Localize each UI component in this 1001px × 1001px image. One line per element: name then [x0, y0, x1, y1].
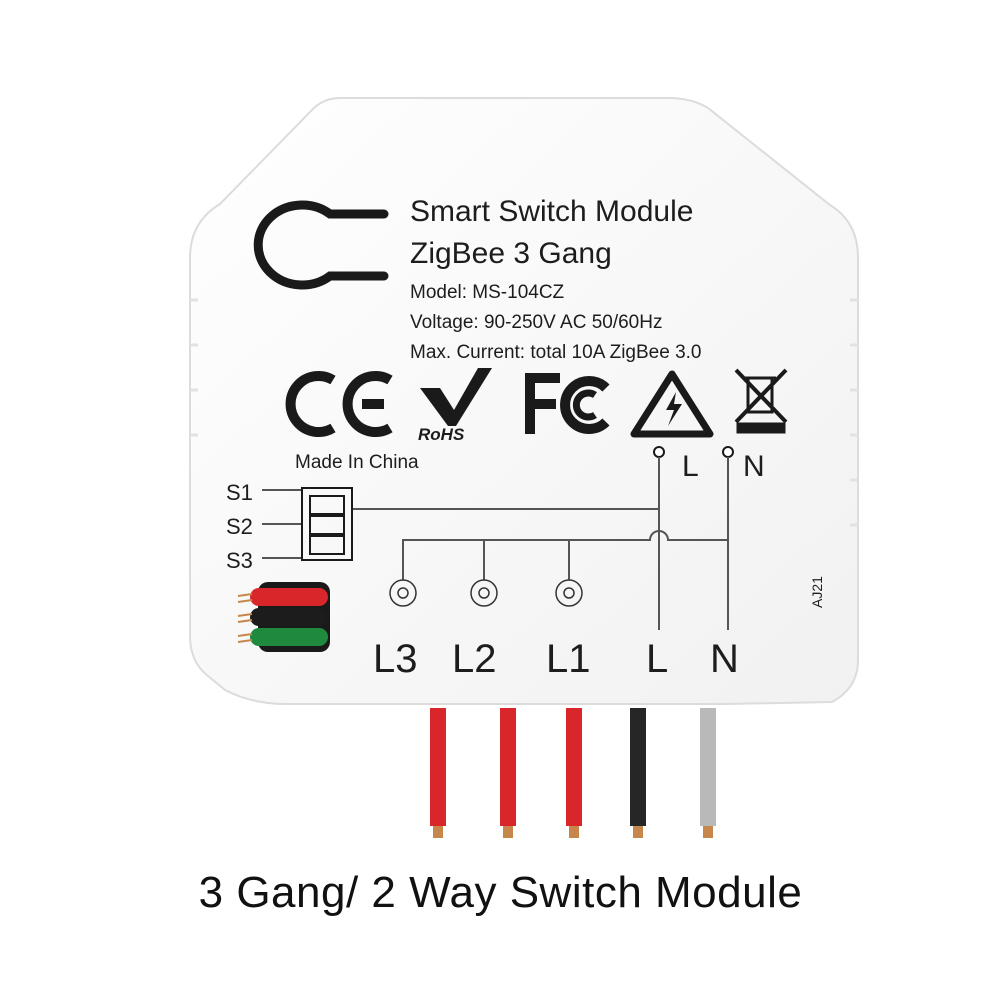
- rohs-label: RoHS: [418, 425, 465, 444]
- top-terminal-n: N: [743, 450, 765, 483]
- model-label: Model: MS-104CZ: [410, 282, 565, 303]
- fcc-mark-icon: [525, 373, 610, 434]
- wiring-diagram: [262, 457, 729, 630]
- bottom-wires: [430, 708, 716, 838]
- wire-l3: [430, 708, 446, 826]
- keyhole-logo-icon: [253, 200, 389, 290]
- terminal-label-l: L: [646, 637, 668, 681]
- side-wire-bundle: [237, 582, 330, 652]
- rohs-check-icon: RoHS: [418, 368, 492, 444]
- terminal-label-n: N: [710, 637, 739, 681]
- terminal-label-l3: L3: [373, 637, 418, 681]
- terminal-label-l1: L1: [546, 637, 591, 681]
- module-subtitle: ZigBee 3 Gang: [410, 237, 612, 270]
- product-caption: 3 Gang/ 2 Way Switch Module: [198, 868, 803, 917]
- wire-n: [700, 708, 716, 826]
- module-title: Smart Switch Module: [410, 195, 693, 228]
- switch-input-s2: S2: [226, 514, 253, 539]
- product-code: AJ21: [809, 576, 825, 608]
- high-voltage-warning-icon: [630, 370, 714, 438]
- wire-l2: [500, 708, 516, 826]
- weee-bin-icon: [734, 368, 788, 434]
- voltage-label: Voltage: 90-250V AC 50/60Hz: [410, 312, 662, 333]
- module-housing: [189, 97, 859, 705]
- current-label: Max. Current: total 10A ZigBee 3.0: [410, 342, 702, 363]
- made-in-label: Made In China: [295, 452, 419, 473]
- side-wire: [250, 628, 328, 646]
- wire-l: [630, 708, 646, 826]
- terminal-label-l2: L2: [452, 637, 497, 681]
- top-terminal-l: L: [682, 450, 699, 483]
- side-vents: [190, 298, 858, 527]
- switch-input-s3: S3: [226, 548, 253, 573]
- lamp-icon: [389, 579, 583, 607]
- switch-block-icon: [301, 487, 353, 561]
- switch-input-s1: S1: [226, 480, 253, 505]
- top-terminals: L N: [653, 446, 765, 483]
- side-wire: [250, 608, 328, 626]
- wire-l1: [566, 708, 582, 826]
- side-wire: [250, 588, 328, 606]
- ce-mark-icon: [285, 371, 393, 437]
